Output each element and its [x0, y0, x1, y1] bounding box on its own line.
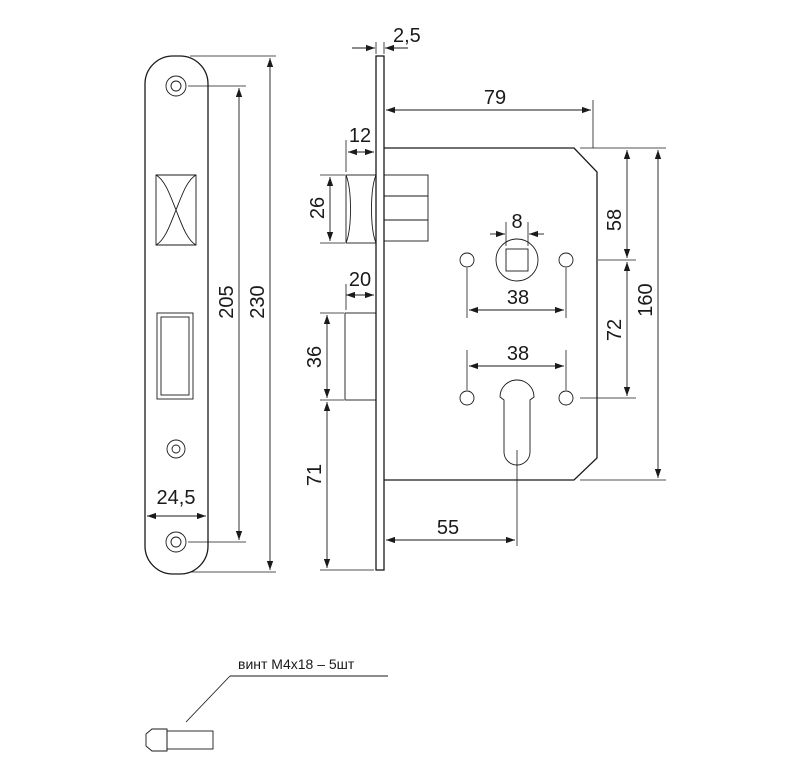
dim-label-cylinder-holes: 38	[507, 343, 529, 365]
dim-label-screw-spacing: 205	[216, 285, 238, 318]
mount-hole-bottom-right	[558, 390, 574, 406]
dim-label-faceplate-width: 24,5	[157, 487, 196, 509]
mount-hole-top-left	[459, 252, 475, 268]
mount-hole-top-right	[558, 252, 574, 268]
bolt-opening-inner	[160, 316, 190, 396]
faceplate-edge	[375, 55, 385, 571]
dim-label-latch-height: 26	[307, 197, 329, 219]
dim-label-spindle-square: 8	[511, 211, 522, 233]
dim-label-bolt-to-bottom: 71	[304, 464, 326, 486]
dim-label-faceplate-thickness: 2,5	[393, 25, 421, 47]
dim-label-top-height: 58	[604, 209, 626, 231]
bottom-screw-hole	[165, 531, 187, 553]
dim-label-bolt-projection: 20	[349, 269, 371, 291]
screw-icon	[145, 728, 214, 752]
latch-opening	[155, 174, 197, 246]
faceplate-outline	[144, 55, 209, 575]
cylinder-keyhole	[499, 379, 535, 466]
spindle-hub	[495, 238, 539, 282]
dim-label-body-height: 160	[635, 283, 657, 316]
screw-note-text: винт М4х18 – 5шт	[238, 656, 355, 672]
dim-label-bolt-height: 36	[304, 346, 326, 368]
dim-label-backset: 55	[437, 517, 459, 539]
bolt-opening	[156, 312, 194, 400]
screw-callout: винт М4х18 – 5шт	[145, 656, 388, 752]
mount-hole-bottom-left	[459, 390, 475, 406]
lock-case-outline	[384, 147, 598, 481]
top-screw-hole	[165, 75, 187, 97]
dim-label-backset-body: 79	[484, 87, 506, 109]
latch	[345, 174, 429, 244]
lock-body-side-view: 2,5 79 12 26 8 58 38 20 160 36 38	[304, 25, 666, 571]
deadbolt	[344, 312, 377, 401]
faceplate-front-view: 205 230 24,5	[144, 55, 276, 575]
middle-screw-hole	[166, 439, 186, 459]
dim-label-faceplate-height: 230	[247, 285, 269, 318]
dim-label-spindle-holes: 38	[507, 287, 529, 309]
dim-label-spindle-to-cylinder: 72	[604, 319, 626, 341]
dim-label-latch-projection: 12	[349, 125, 371, 147]
